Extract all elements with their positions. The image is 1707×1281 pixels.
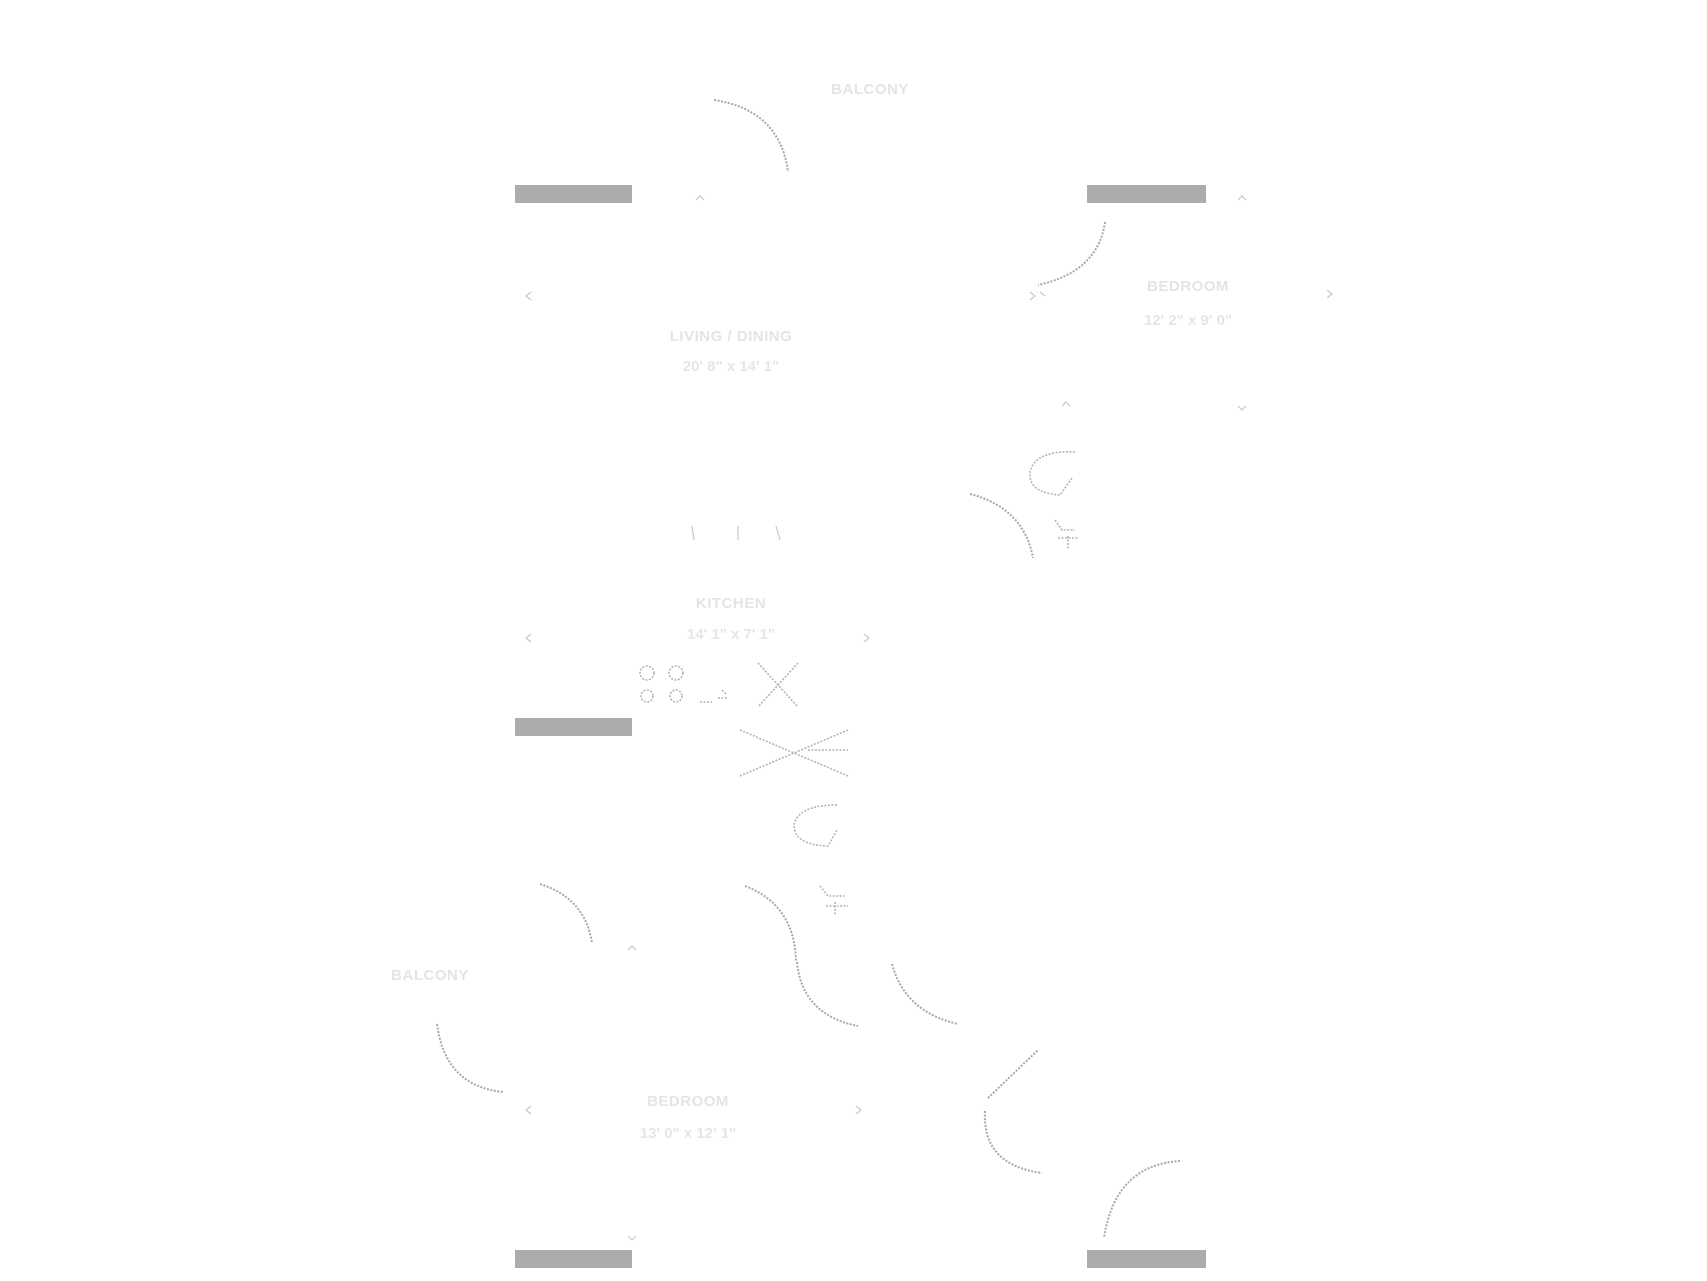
door-swing-entry <box>1103 1160 1181 1239</box>
room-dimensions-living-dining: 20' 8" x 14' 1" <box>683 358 779 375</box>
room-name-balcony-top: BALCONY <box>831 81 909 98</box>
dimension-tick <box>695 195 705 201</box>
door-swing-balcony-top <box>713 99 789 173</box>
door-swing-bedroom-top <box>1037 221 1106 286</box>
dishwasher-cross-icon <box>757 662 799 708</box>
refrigerator-cross-icon <box>739 729 849 777</box>
door-swing-balcony-left <box>436 1023 504 1093</box>
dimension-tick <box>1237 195 1247 201</box>
dimension-tick <box>1061 401 1247 411</box>
toilet-icon <box>793 804 838 847</box>
window-bottom-left <box>515 1250 632 1268</box>
window-top-left <box>515 185 632 203</box>
room-name-bedroom-top: BEDROOM <box>1147 278 1229 295</box>
room-dimensions-kitchen: 14' 1" x 7' 1" <box>687 626 775 643</box>
dimension-tick <box>525 633 870 643</box>
sink-icon <box>700 689 728 703</box>
dimension-tick <box>627 945 637 1241</box>
room-name-kitchen: KITCHEN <box>696 595 766 612</box>
door-swing-bath-right <box>744 885 797 963</box>
sink-icon <box>1054 519 1078 550</box>
dimension-tick <box>691 525 781 541</box>
dimension-tick <box>1326 289 1333 299</box>
door-swing-corridor-right <box>891 963 959 1025</box>
stove-burner-icon <box>639 665 655 681</box>
dimension-tick <box>1029 291 1046 301</box>
sink-icon <box>819 885 848 916</box>
room-name-living-dining: LIVING / DINING <box>670 328 793 345</box>
toilet-icon <box>1029 451 1076 496</box>
door-swing-hall <box>969 493 1034 559</box>
room-dimensions-bedroom-top: 12' 2" x 9' 0" <box>1144 312 1232 329</box>
door-leaf-closet <box>987 1049 1039 1099</box>
window-mid-left <box>515 718 632 736</box>
room-name-balcony-left: BALCONY <box>391 967 469 984</box>
stove-burner-icon <box>640 689 654 703</box>
stove-burner-icon <box>668 665 684 681</box>
dimension-tick <box>525 291 532 301</box>
door-swing-closet <box>983 1110 1043 1174</box>
window-bottom-right <box>1087 1250 1206 1268</box>
stove-burner-icon <box>669 689 683 703</box>
door-swing-corridor-left <box>796 961 859 1027</box>
door-swing-bath-left <box>539 883 593 944</box>
room-name-bedroom-bottom: BEDROOM <box>647 1093 729 1110</box>
room-dimensions-bedroom-bottom: 13' 0" x 12' 1" <box>640 1125 736 1142</box>
dimension-tick <box>525 1105 862 1115</box>
window-top-right <box>1087 185 1206 203</box>
